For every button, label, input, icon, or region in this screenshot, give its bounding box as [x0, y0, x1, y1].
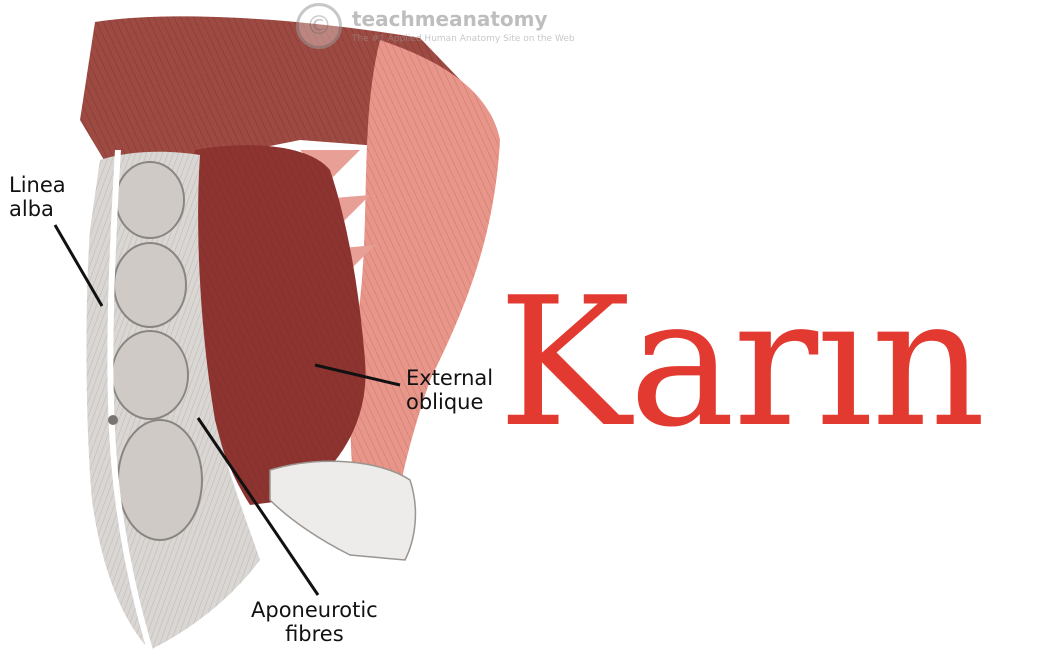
copyright-logo-icon: © — [296, 3, 342, 49]
aponeurotic-fibres-label: Aponeurotic fibres — [251, 598, 378, 646]
watermark: © teachmeanatomy The #1 Applied Human An… — [296, 3, 586, 53]
external-oblique-pointer — [314, 363, 401, 387]
linea-alba-line — [107, 149, 153, 651]
linea-alba-label: Linea alba — [9, 173, 66, 221]
watermark-tagline: The #1 Applied Human Anatomy Site on the… — [352, 34, 575, 44]
aponeurotic-fibres-label-line2: fibres — [285, 622, 344, 646]
external-oblique-label-line2: oblique — [406, 390, 484, 414]
umbilicus — [108, 415, 118, 425]
external-oblique-label-line1: External — [406, 366, 494, 390]
page-title: Karın — [498, 259, 986, 466]
aponeurotic-fibres-label-line1: Aponeurotic — [251, 598, 378, 622]
linea-alba-label-line2: alba — [9, 197, 54, 221]
linea-alba-label-line1: Linea — [9, 173, 66, 197]
watermark-name: teachmeanatomy — [352, 7, 548, 31]
linea-alba-pointer — [53, 224, 104, 307]
external-oblique-label: External oblique — [406, 366, 493, 414]
aponeurotic-fibres-pointer — [196, 417, 320, 596]
